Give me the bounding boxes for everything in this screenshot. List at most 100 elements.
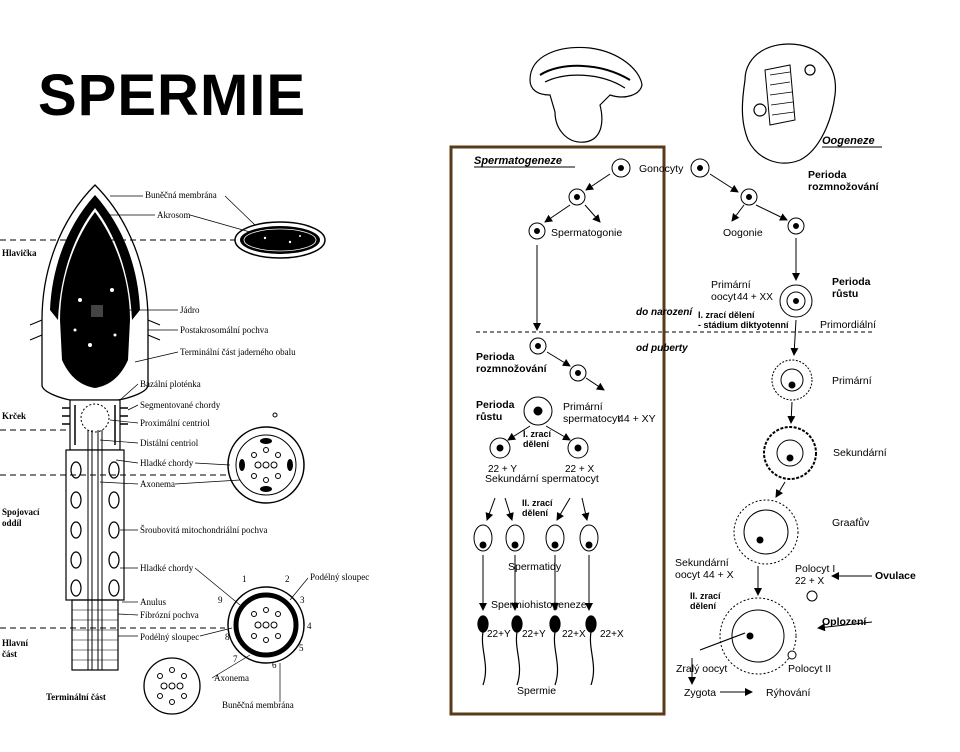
label-distal-centriole: Distální centriol: [140, 438, 199, 448]
flow-arrows: [479, 173, 873, 696]
label-first-division-note-1: I. zrací dělení: [698, 310, 755, 320]
label-postacrosomal-sheath: Postakrosomální pochva: [180, 325, 268, 335]
label-spermatogonia: Spermatogonie: [551, 227, 622, 239]
spermatogenesis-labels: Spermatogeneze Gonocyty Spermatogonie Pe…: [474, 155, 684, 697]
label-secondary-oocyte-1: Sekundární: [675, 557, 729, 569]
oogenesis-labels: Oogeneze Perioda rozmnožování Oogonie Pr…: [675, 135, 916, 699]
label-primary-oocyte-2: oocyt: [711, 291, 736, 303]
label-segmented-columns: Segmentované chordy: [140, 400, 221, 410]
label-polar-body-2: Polocyt II: [788, 663, 831, 675]
label-ovulation: Ovulace: [875, 570, 916, 582]
label-primordial: Primordiální: [820, 319, 876, 331]
label-longitudinal-column: Podélný sloupec: [140, 632, 199, 642]
gametogenesis-cells: [473, 158, 818, 675]
sperm-silhouettes: [477, 615, 746, 686]
label-mature-oocyte: Zralý oocyt: [676, 663, 727, 675]
label-primary-oocyte-1: Primární: [711, 279, 751, 291]
acrosome: [50, 195, 140, 320]
num-9: 9: [218, 595, 223, 605]
label-first-division-2: dělení: [523, 439, 550, 449]
label-first-division-1: I. zrací: [523, 429, 552, 439]
region-head: Hlavička: [2, 248, 37, 258]
label-sp-period-growth-2: růstu: [476, 411, 502, 423]
region-connecting-1: Spojovací: [2, 507, 40, 517]
sperm-structure: [0, 184, 326, 715]
embryo-sketches: [529, 43, 837, 164]
label-sperm-karyotype-4: 22+X: [600, 629, 624, 640]
region-main-1: Hlavní: [2, 638, 29, 648]
label-oo-period-reproduction-2: rozmnožování: [808, 181, 880, 193]
terminal-cross-section: [143, 657, 201, 715]
label-axoneme-2: Axonema: [214, 673, 249, 683]
spermatogenesis-frame: [449, 145, 666, 716]
label-sperm-karyotype-3: 22+X: [562, 629, 586, 640]
label-cell-membrane: Buněčná membrána: [145, 190, 217, 200]
oogenesis-title: Oogeneze: [822, 135, 875, 147]
label-nuclear-envelope-end: Terminální část jaderného obalu: [180, 347, 296, 357]
label-fertilization: Oplození: [822, 616, 867, 628]
label-polar-body-1-karyotype: 22 + X: [795, 576, 825, 587]
label-sp-period-reproduction-1: Perioda: [476, 351, 515, 363]
label-oo-second-division-2: dělení: [690, 601, 717, 611]
num-1: 1: [242, 574, 247, 584]
label-proximal-centriole: Proximální centriol: [140, 418, 210, 428]
label-longitudinal-column-right: Podélný sloupec: [310, 572, 369, 582]
label-secondary-follicle: Sekundární: [833, 447, 887, 459]
num-5: 5: [299, 643, 304, 653]
label-oogonia: Oogonie: [723, 227, 763, 239]
num-8: 8: [225, 632, 230, 642]
num-2: 2: [285, 574, 290, 584]
timeline-labels: do narození od puberty: [636, 307, 693, 354]
label-primary-karyotype: 44 + XY: [618, 413, 656, 425]
spermatogenesis-title: Spermatogeneze: [474, 155, 562, 167]
label-22x: 22 + X: [565, 464, 595, 475]
page-title: SPERMIE: [38, 63, 307, 128]
label-cell-membrane-2: Buněčná membrána: [222, 700, 294, 710]
label-primary-follicle: Primární: [832, 375, 872, 387]
label-secondary-oocyte-2: oocyt 44 + X: [675, 569, 734, 581]
label-secondary-spermatocyte: Sekundární spermatocyt: [485, 473, 599, 485]
label-before-birth: do narození: [636, 307, 693, 318]
sperm-labels: Hlavička Krček Spojovací oddíl Hlavní čá…: [2, 190, 369, 710]
region-connecting-2: oddíl: [2, 518, 22, 528]
num-7: 7: [233, 654, 238, 664]
region-neck: Krček: [2, 411, 26, 421]
label-sp-period-growth-1: Perioda: [476, 399, 515, 411]
region-terminal: Terminální část: [46, 692, 106, 702]
label-primary-spermatocyte-1: Primární: [563, 401, 603, 413]
label-spermiohistogenesis: Spermiohistogeneze: [491, 599, 587, 611]
label-second-division-2: dělení: [522, 508, 549, 518]
label-primary-oocyte-karyotype: 44 + XX: [737, 292, 773, 303]
label-sperm-karyotype-1: 22+Y: [487, 629, 511, 640]
label-cleavage: Rýhování: [766, 687, 810, 699]
label-oo-period-reproduction-1: Perioda: [808, 169, 847, 181]
label-smooth-fibers: Hladké chordy: [140, 458, 194, 468]
label-zygote: Zygota: [684, 687, 716, 699]
nucleus-marker: [91, 305, 103, 317]
label-oo-period-growth-1: Perioda: [832, 276, 871, 288]
label-mitochondrial-sheath: Šroubovitá mitochondriální pochva: [140, 525, 267, 535]
label-spermatids: Spermatidy: [508, 561, 562, 573]
label-22y: 22 + Y: [488, 464, 517, 475]
label-oo-period-growth-2: růstu: [832, 288, 858, 300]
label-first-division-note-2: - stádium diktyotenní: [698, 320, 789, 330]
label-nucleus: Jádro: [180, 305, 200, 315]
label-from-puberty: od puberty: [636, 343, 688, 354]
sperm-principal-piece: [71, 599, 119, 671]
label-smooth-fibers-2: Hladké chordy: [140, 563, 194, 573]
num-6: 6: [272, 660, 277, 670]
nucleus: [60, 212, 130, 388]
region-main-2: část: [2, 649, 17, 659]
label-second-division-1: II. zrací: [522, 498, 553, 508]
label-fibrous-sheath: Fibrózní pochva: [140, 610, 199, 620]
label-sperm: Spermie: [517, 685, 556, 697]
label-polar-body-1: Polocyt I: [795, 563, 835, 575]
label-sperm-karyotype-2: 22+Y: [522, 629, 546, 640]
label-graafian-follicle: Graafův: [832, 517, 870, 529]
num-4: 4: [307, 621, 312, 631]
label-gonocytes: Gonocyty: [639, 163, 684, 175]
label-primary-spermatocyte-2: spermatocyt: [563, 413, 620, 425]
label-sp-period-reproduction-2: rozmnožování: [476, 363, 548, 375]
label-acrosome: Akrosom: [157, 210, 191, 220]
